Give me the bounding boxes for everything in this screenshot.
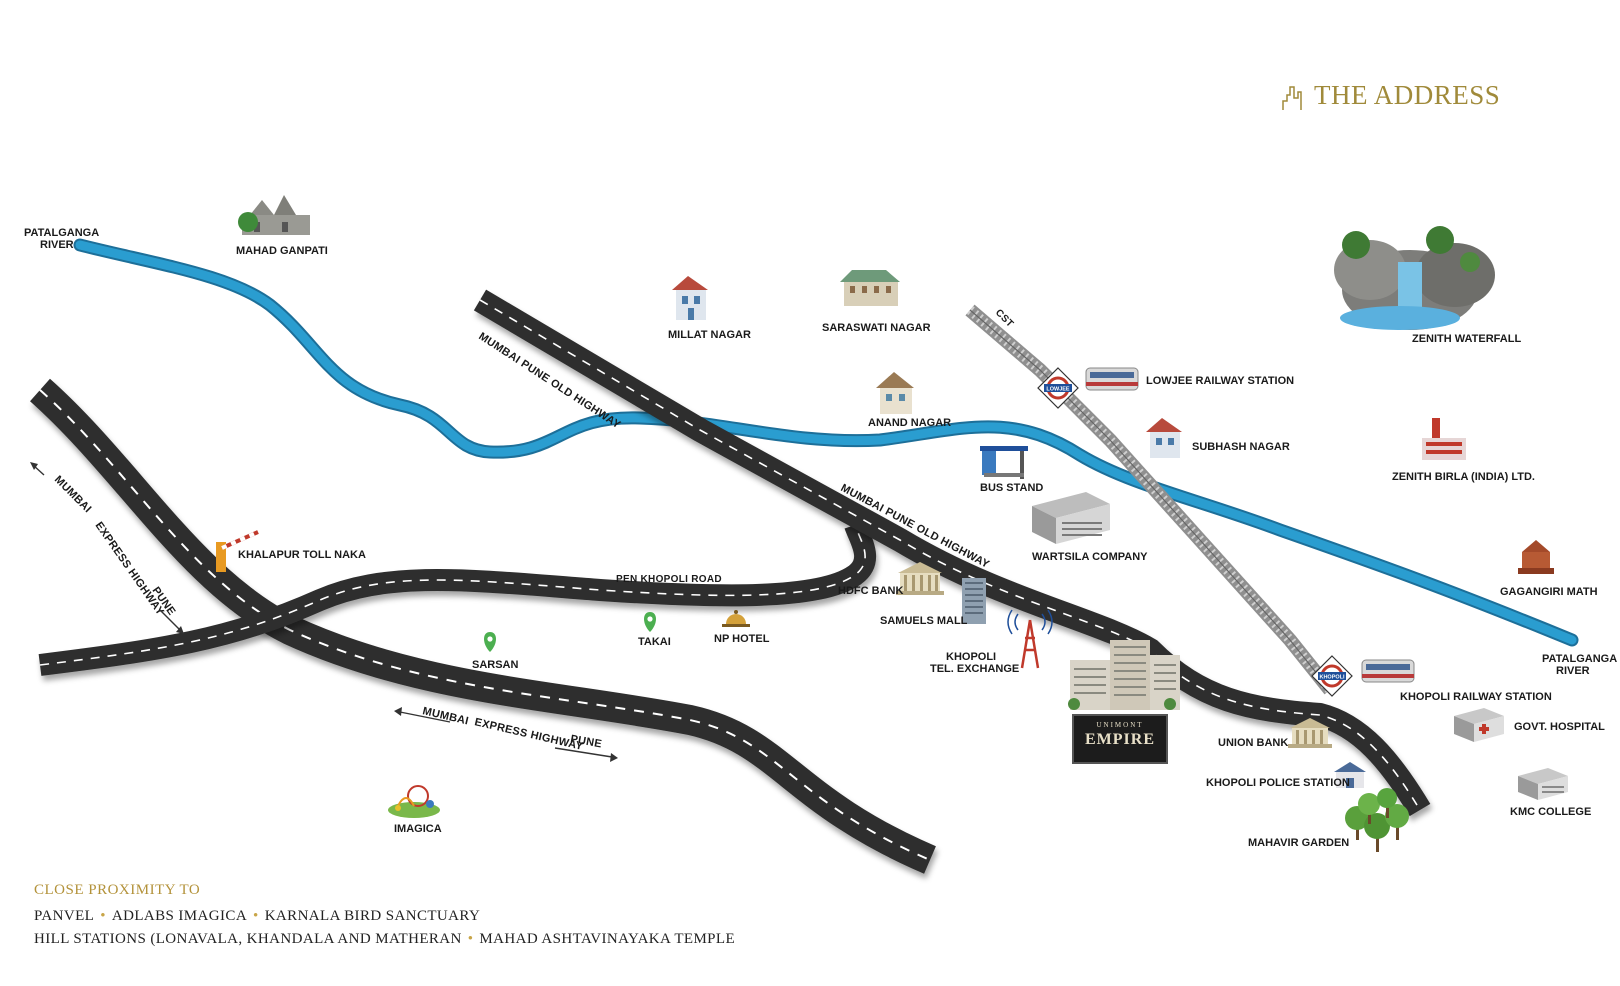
label-kmc[interactable]: KMC COLLEGE xyxy=(1510,806,1591,818)
label-khalapur-toll[interactable]: KHALAPUR TOLL NAKA xyxy=(238,549,366,561)
college-icon xyxy=(1518,768,1568,800)
amusement-park-icon xyxy=(388,785,440,818)
label-zenith-waterfall[interactable]: ZENITH WATERFALL xyxy=(1412,333,1521,345)
label-subhash-nagar[interactable]: SUBHASH NAGAR xyxy=(1192,441,1290,453)
pen-khopoli-road xyxy=(38,521,876,676)
proximity-line-2: HILL STATIONS (LONAVALA, KHANDALA AND MA… xyxy=(34,931,736,947)
bank-icon xyxy=(896,562,944,595)
label-takai[interactable]: TAKAI xyxy=(638,636,671,648)
bank-icon xyxy=(1288,718,1332,748)
mumbai-pune-old-highway xyxy=(473,289,1431,817)
label-zenith-birla[interactable]: ZENITH BIRLA (INDIA) LTD. xyxy=(1392,471,1535,483)
label-bus-stand[interactable]: BUS STAND xyxy=(980,482,1043,494)
proximity-line-1: PANVEL•ADLABS IMAGICA•KARNALA BIRD SANCT… xyxy=(34,908,481,924)
map-pin-icon xyxy=(484,632,496,652)
label-govt-hospital[interactable]: GOVT. HOSPITAL xyxy=(1514,721,1605,733)
label-mahavir[interactable]: MAHAVIR GARDEN xyxy=(1248,837,1349,849)
factory-icon xyxy=(1422,418,1466,460)
police-station-icon xyxy=(1334,762,1366,788)
station-sign-icon: LOWJEE xyxy=(1037,367,1079,409)
label-imagica[interactable]: IMAGICA xyxy=(394,823,442,835)
mumbai-express-highway xyxy=(30,378,936,874)
label-samuels[interactable]: SAMUELS MALL xyxy=(880,615,968,627)
bus-stand-icon xyxy=(980,446,1028,479)
label-anand-nagar[interactable]: ANAND NAGAR xyxy=(868,417,951,429)
house-icon xyxy=(1146,418,1182,458)
railway-line xyxy=(965,304,1336,695)
label-gagangiri[interactable]: GAGANGIRI MATH xyxy=(1500,586,1598,598)
building-icon xyxy=(840,270,900,306)
label-pen-khopoli: PEN KHOPOLI ROAD xyxy=(616,574,722,585)
tower-icon xyxy=(962,578,986,624)
expressway-left-labels: MUMBAI EXPRESS HIGHWAY PUNE xyxy=(30,462,184,634)
proximity-title: CLOSE PROXIMITY TO xyxy=(34,882,201,898)
svg-text:LOWJEE: LOWJEE xyxy=(1046,387,1070,393)
hospital-icon xyxy=(1454,708,1504,742)
label-millat-nagar[interactable]: MILLAT NAGAR xyxy=(668,329,751,341)
svg-text:PUNE: PUNE xyxy=(569,733,602,750)
label-lowjee-station[interactable]: LOWJEE RAILWAY STATION xyxy=(1146,375,1294,387)
skyline-icon xyxy=(1282,86,1302,110)
label-sarsan[interactable]: SARSAN xyxy=(472,659,519,671)
label-police[interactable]: KHOPOLI POLICE STATION xyxy=(1206,777,1350,789)
telecom-tower-icon xyxy=(1007,609,1053,669)
map-pin-icon xyxy=(644,612,656,632)
label-wartsila[interactable]: WARTSILA COMPANY xyxy=(1032,551,1148,563)
temple-icon xyxy=(238,195,310,235)
project-small-label: UNIMONT xyxy=(1096,721,1144,729)
toll-gate-icon xyxy=(216,530,259,572)
svg-text:MUMBAI: MUMBAI xyxy=(52,474,94,516)
house-icon xyxy=(672,276,708,320)
garden-trees-icon xyxy=(1345,788,1409,852)
proximity-panel: CLOSE PROXIMITY TO PANVEL•ADLABS IMAGICA… xyxy=(34,882,735,951)
label-mahad-ganpati[interactable]: MAHAD GANPATI xyxy=(236,245,328,257)
svg-text:EXPRESS HIGHWAY: EXPRESS HIGHWAY xyxy=(473,716,584,753)
brand-logo: THE ADDRESS xyxy=(1282,80,1500,111)
station-sign-icon: KHOPOLI xyxy=(1311,655,1353,697)
project-name: EMPIRE xyxy=(1085,731,1155,748)
waterfall-icon xyxy=(1334,226,1495,330)
label-khopoli-station[interactable]: KHOPOLI RAILWAY STATION xyxy=(1400,691,1552,703)
temple-icon xyxy=(1518,540,1554,574)
label-hdfc[interactable]: HDFC BANK xyxy=(838,585,903,597)
svg-text:MUMBAI: MUMBAI xyxy=(421,705,470,727)
label-np-hotel[interactable]: NP HOTEL xyxy=(714,633,770,645)
train-icon xyxy=(1085,367,1139,391)
label-saraswati-nagar[interactable]: SARASWATI NAGAR xyxy=(822,322,931,334)
factory-icon xyxy=(1032,492,1110,544)
train-icon xyxy=(1361,659,1415,683)
svg-text:KHOPOLI: KHOPOLI xyxy=(1319,675,1345,681)
label-union-bank[interactable]: UNION BANK xyxy=(1218,737,1288,749)
project-towers-icon xyxy=(1068,640,1180,710)
house-icon xyxy=(876,372,914,414)
project-badge[interactable]: UNIMONT EMPIRE xyxy=(1072,714,1168,764)
brand-title: THE ADDRESS xyxy=(1314,80,1501,110)
hotel-bell-icon xyxy=(722,610,750,627)
